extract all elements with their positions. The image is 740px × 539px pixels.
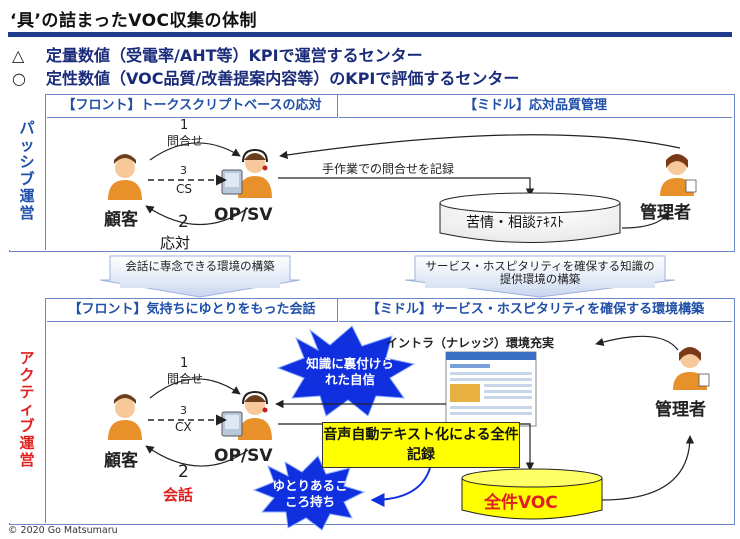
passive-customer-person-icon [108,154,142,200]
triangle-mark: △ [12,46,25,65]
band-right-text: サービス・ホスピタリティを確保する知識の提供環境の構築 [425,258,655,288]
passive-operator-label: OP/SV [214,205,273,225]
active-step3-number: 3 [180,404,187,417]
auto-text-box: 音声自動テキスト化による全件記録 [322,422,520,468]
passive-step3-label: CS [176,182,192,196]
active-step2-number: 2 [178,462,189,482]
active-sidebar [9,298,46,523]
active-customer-person-icon [108,394,142,440]
passive-sidebar [9,94,46,250]
passive-step2-label: 応対 [160,234,191,252]
passive-step1-label: 問合せ [167,134,204,148]
full-voc-database [461,468,603,520]
active-side-label: アクティブ運営 [19,349,35,469]
passive-customer-label: 顧客 [104,210,138,230]
passive-db-label: 苦情・相談ﾃｷｽﾄ [466,215,564,231]
passive-front-header: 【フロント】トークスクリプトベースの応対 [47,95,338,118]
passive-operator-icon [221,148,272,198]
confidence-text: 知識に裏付けられた自信 [306,356,394,387]
passive-manager-label: 管理者 [640,203,691,223]
active-step3-label: CX [175,420,192,434]
active-front-header: 【フロント】気持ちにゆとりをもった会話 [47,299,338,322]
active-manager-label: 管理者 [655,400,706,420]
circle-mark: ○ [12,69,26,88]
passive-step3-number: 3 [180,164,187,177]
active-middle-header: 【ミドル】サービス・ホスピタリティを確保する環境構築 [339,299,732,322]
passive-middle-header: 【ミドル】応対品質管理 [339,95,732,118]
active-customer-label: 顧客 [104,451,138,471]
intranet-label: イントラ（ナレッジ）環境充実 [386,336,555,350]
kpi-qualitative-text: 定性数値（VOC品質/改善提案内容等）のKPIで評価するセンター [46,69,520,88]
copyright: © 2020 Go Matsumaru [8,525,118,536]
passive-step1-number: 1 [180,118,189,133]
active-step1-number: 1 [180,356,189,371]
page-title: ‘具’の詰まったVOC収集の体制 [10,11,258,31]
active-step2-label: 会話 [163,486,194,504]
manual-record-label: 手作業での問合せを記録 [322,162,455,176]
relax-starburst [252,455,366,531]
active-operator-label: OP/SV [214,446,273,466]
passive-step2-number: 2 [178,212,189,232]
kpi-quantitative: △ 定量数値（受電率/AHT等）KPIで運営するセンター [12,42,423,66]
passive-text-database [439,192,621,243]
intranet-screenshot-image [445,351,537,427]
title-rule [8,32,732,37]
active-operator-icon [221,390,272,440]
relax-text: ゆとりあるこころ持ち [272,478,348,509]
band-left-text: 会話に専念できる環境の構築 [120,258,280,288]
passive-manager-person-icon [660,154,697,196]
confidence-starburst [276,325,416,417]
passive-side-label: パッシブ運営 [19,119,35,222]
active-manager-person-icon [673,347,710,390]
active-step1-label: 問合せ [167,372,204,386]
kpi-qualitative: ○ 定性数値（VOC品質/改善提案内容等）のKPIで評価するセンター [12,65,519,89]
kpi-quantitative-text: 定量数値（受電率/AHT等）KPIで運営するセンター [46,46,423,65]
full-voc-label: 全件VOC [484,493,558,513]
